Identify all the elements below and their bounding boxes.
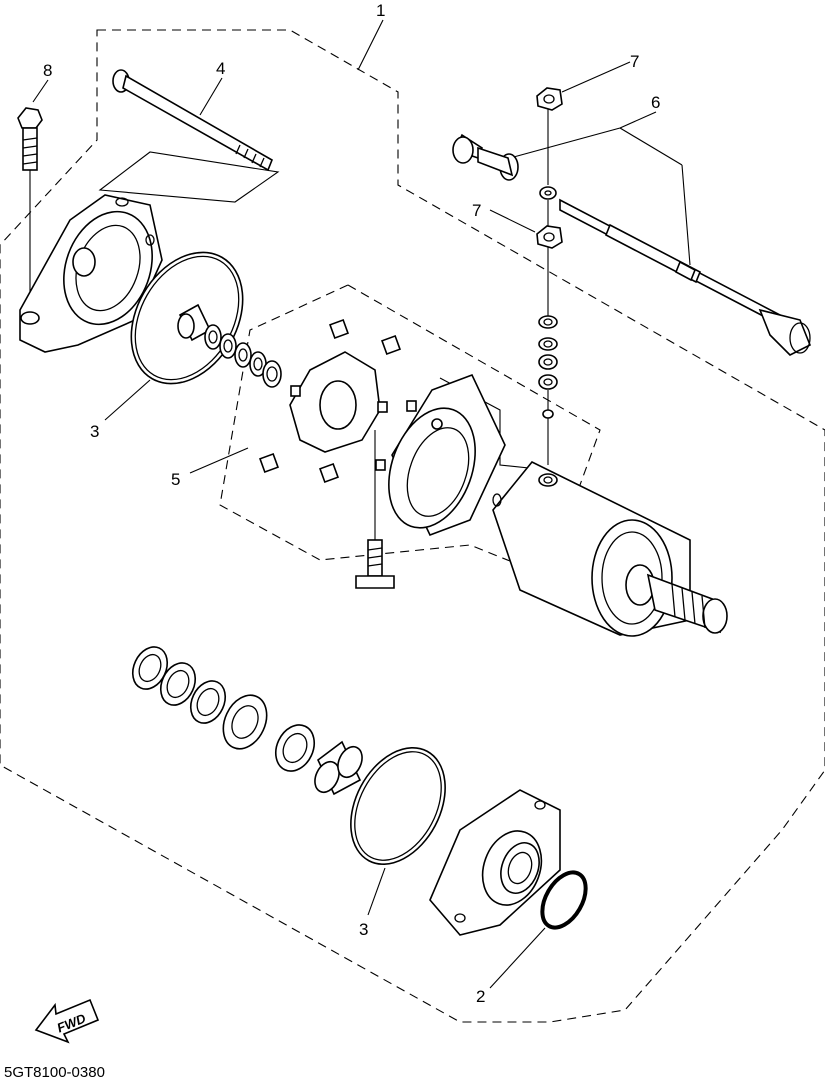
drawing-code: 5GT8100-0380 — [4, 1064, 105, 1081]
bolt-8 — [17, 107, 43, 171]
fwd-arrow-icon — [34, 998, 100, 1044]
lead-wire-6 — [452, 133, 812, 356]
callout-7-upper: 7 — [630, 52, 639, 71]
callout-3-upper: 3 — [90, 422, 99, 441]
brush-set-5-boundary — [219, 284, 601, 566]
assembly-1-boundary — [0, 29, 825, 1023]
rear-housing — [19, 194, 163, 353]
brush-holder-5 — [259, 319, 417, 483]
callout-1: 1 — [376, 1, 385, 20]
insulator-washer-stack — [538, 315, 558, 487]
callout-3-lower: 3 — [359, 920, 368, 939]
nut-7-lower — [536, 225, 563, 249]
callout-2: 2 — [476, 987, 485, 1006]
o-ring-2 — [540, 870, 588, 930]
callout-8: 8 — [43, 61, 52, 80]
callout-7-lower: 7 — [472, 201, 481, 220]
callout-6: 6 — [651, 93, 660, 112]
front-cover — [429, 789, 561, 936]
lower-shims-and-bearings — [131, 646, 363, 796]
bushing-and-washers-upper — [177, 303, 282, 388]
brush-screw — [355, 539, 395, 589]
callout-4: 4 — [216, 59, 225, 78]
yoke-ring — [388, 373, 506, 537]
o-ring-3-lower — [350, 747, 446, 865]
leader-lines — [29, 19, 691, 989]
motor-body — [492, 461, 728, 637]
callout-5: 5 — [171, 470, 180, 489]
nut-7-upper — [536, 87, 563, 111]
terminal-washer — [539, 186, 557, 200]
through-bolt-4 — [112, 69, 274, 172]
